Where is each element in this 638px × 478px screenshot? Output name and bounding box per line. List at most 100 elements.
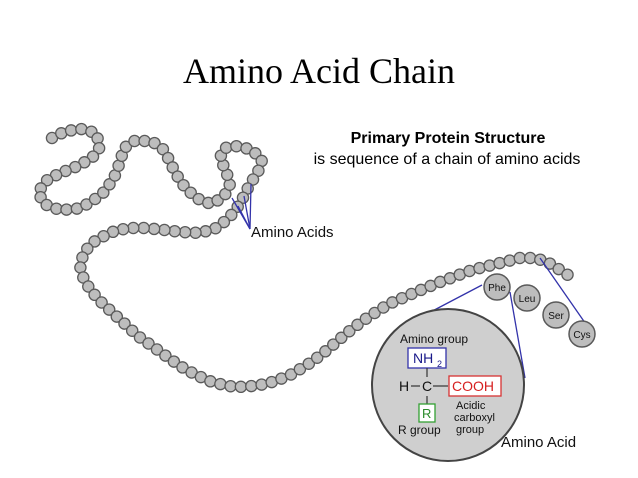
svg-text:COOH: COOH [452,378,494,394]
svg-text:Phe: Phe [488,283,506,294]
svg-text:Ser: Ser [548,311,564,322]
amino-acid-bead [103,178,116,191]
amino-acid-bead [133,331,147,344]
primary-structure-subheading: is sequence of a chain of amino acids [313,151,581,168]
amino-acid-bead [97,186,110,199]
amino-acid-bead [40,173,54,187]
amino-acid-bead [217,215,231,229]
amino-acid-bead [148,136,161,150]
svg-text:NH: NH [413,350,433,366]
primary-structure-heading: Primary Protein Structure [350,130,546,147]
amino-acid-bead [119,140,133,154]
amino-acid-bead [523,251,537,265]
amino-acid-bead [88,192,102,206]
amino-acid-bead [167,355,181,368]
svg-text:2: 2 [437,359,442,369]
amino-acid-bead [214,377,227,391]
amino-acid-bead [125,324,139,337]
amino-acids-label: Amino Acids [251,224,334,241]
amino-acid-bead [64,124,78,137]
amino-acid-bead [168,224,181,238]
amino-acid-bead [177,178,190,192]
amino-acid-bead [473,261,486,275]
amino-acid-bead [171,170,184,183]
amino-acid-bead [102,303,116,316]
r-box [418,403,436,423]
amino-acid-bead [302,357,316,370]
carboxyl-label: carboxyl [454,412,495,424]
residue-phe: Phe [483,273,511,301]
amino-acid-bead [327,338,340,351]
amino-acid-bead [351,318,364,332]
svg-text:R: R [422,406,431,421]
amino-acid-bead [199,225,212,238]
amino-acid-bead [552,262,565,276]
amino-acid-bead [252,164,265,177]
amino-acid-bead [219,141,233,154]
amino-acid-bead [245,379,258,393]
amino-acid-circle [371,308,525,462]
slide-title: Amino Acid Chain [183,51,455,91]
amino-acid-bead [138,134,151,148]
amino-acid-bead [359,312,373,325]
residue-leu: Leu [513,284,541,312]
amino-acid-bead [230,139,243,153]
residue-cys: Cys [568,320,596,348]
amino-acid-bead [503,254,516,267]
amino-acid-bead [246,173,260,186]
amino-acid-bead [116,222,130,236]
amino-acids-pointer-lines [231,183,252,230]
svg-text:Leu: Leu [519,294,536,305]
amino-acid-bead [110,310,124,323]
amino-acid-bead [225,208,238,222]
amino-acid-bead [147,222,161,236]
amino-acid-bead [88,288,101,302]
amino-acid-bead [224,379,237,393]
amino-acid-bead [335,331,348,345]
residue-ser: Ser [542,301,570,329]
h-atom: H [399,378,409,394]
amino-group-label: Amino group [400,332,468,346]
amino-acid-bead [189,226,202,239]
amino-acid-bead-chain [34,122,574,394]
amino-acid-bead [319,345,332,358]
cooh-box [448,375,502,397]
amino-acid-magnified: Amino group NH 2 H C COOH R R group Acid… [371,308,525,462]
amino-acid-bead [310,351,324,364]
amino-acid-bead [150,343,164,356]
amino-acid-bead [561,268,574,281]
amino-acid-bead [158,223,171,237]
amino-acid-bead [178,225,192,239]
amino-acid-label: Amino Acid [501,434,576,451]
amino-acid-bead [127,221,140,235]
named-residue-beads: Phe Leu Ser Cys [483,273,596,348]
r-group-label: R group [398,423,441,437]
amino-acid-bead [82,280,95,293]
group-label: group [456,424,484,436]
amino-acid-bead [513,251,527,265]
acidic-label: Acidic [456,400,486,412]
amino-acid-bead [92,141,106,155]
amino-acid-bead [493,256,506,270]
amino-acid-bead [234,380,248,394]
amino-acid-bead [86,150,100,163]
amino-acid-bead [343,324,356,338]
amino-acid-bead [368,306,381,320]
amino-acid-bead [95,296,108,309]
amino-acid-bead [142,337,155,350]
amino-acid-bead [236,191,250,204]
amino-acid-bead [80,198,93,211]
amino-acid-bead [184,186,197,199]
c-atom: C [422,378,432,394]
amino-acid-bead [137,221,150,235]
amino-acid-bead [293,362,307,376]
amino-acid-bead [60,203,73,216]
amino-acid-bead [88,235,101,248]
amino-acid-bead [255,378,268,391]
amino-acid-bead [118,317,131,330]
amino-acid-bead [76,251,89,264]
amino-acid-bead [159,349,172,362]
svg-text:Cys: Cys [573,330,590,341]
